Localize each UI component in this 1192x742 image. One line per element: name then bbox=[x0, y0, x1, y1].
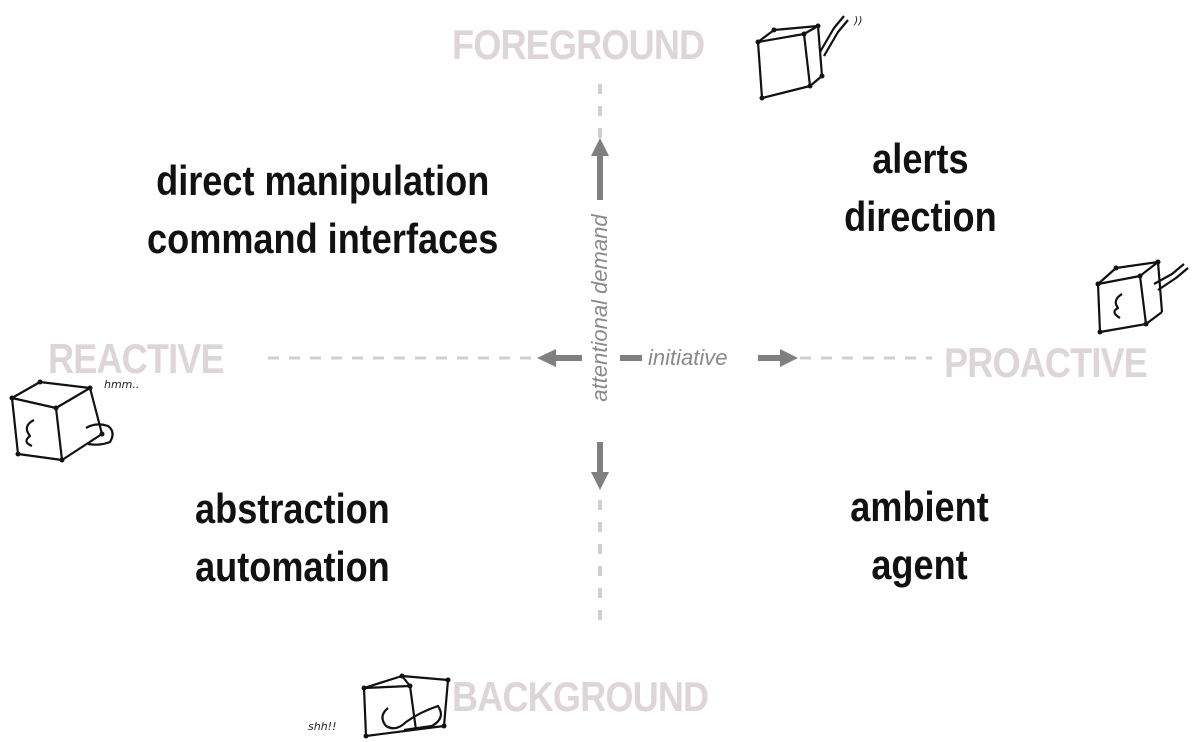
quadrant-bottom-left: abstraction automation bbox=[172, 480, 413, 596]
axis-label-foreground: FOREGROUND bbox=[452, 21, 705, 68]
quadrant-top-left: direct manipulation command interfaces bbox=[112, 152, 533, 268]
cube-waving-icon: )) bbox=[755, 14, 863, 101]
axis-label-proactive: PROACTIVE bbox=[944, 339, 1148, 386]
cube-peeking-icon bbox=[1095, 259, 1189, 335]
up-arrow-icon bbox=[591, 138, 609, 200]
down-arrow-icon bbox=[591, 442, 609, 490]
doodle-left-text: hmm.. bbox=[104, 378, 139, 391]
quadrant-top-right-line-2: direction bbox=[844, 193, 997, 240]
quadrant-top-left-line-1: direct manipulation bbox=[156, 157, 490, 204]
left-arrow-icon bbox=[537, 349, 582, 367]
axis-label-background: BACKGROUND bbox=[452, 673, 709, 720]
quadrant-bottom-right-line-1: ambient bbox=[850, 483, 989, 530]
quadrant-bottom-right: ambient agent bbox=[812, 478, 1027, 594]
quadrant-top-right: alerts direction bbox=[800, 130, 1041, 246]
initiative-label: initiative bbox=[648, 345, 728, 370]
quadrant-bottom-left-line-2: automation bbox=[195, 543, 390, 590]
doodle-bottom-text: shh!! bbox=[308, 720, 337, 733]
axis-label-reactive: REACTIVE bbox=[48, 335, 225, 382]
quadrant-bottom-left-line-1: abstraction bbox=[195, 485, 390, 532]
doodle-top-text: )) bbox=[853, 14, 863, 27]
quadrant-top-right-line-1: alerts bbox=[872, 135, 969, 182]
attentional-demand-label: attentional demand bbox=[587, 214, 612, 402]
cube-shushing-icon: shh!! bbox=[308, 673, 451, 739]
quadrant-top-left-line-2: command interfaces bbox=[147, 215, 499, 262]
right-arrow-icon bbox=[758, 349, 798, 367]
quadrant-bottom-right-line-2: agent bbox=[871, 541, 968, 588]
cube-thinking-icon: hmm.. bbox=[9, 378, 139, 463]
